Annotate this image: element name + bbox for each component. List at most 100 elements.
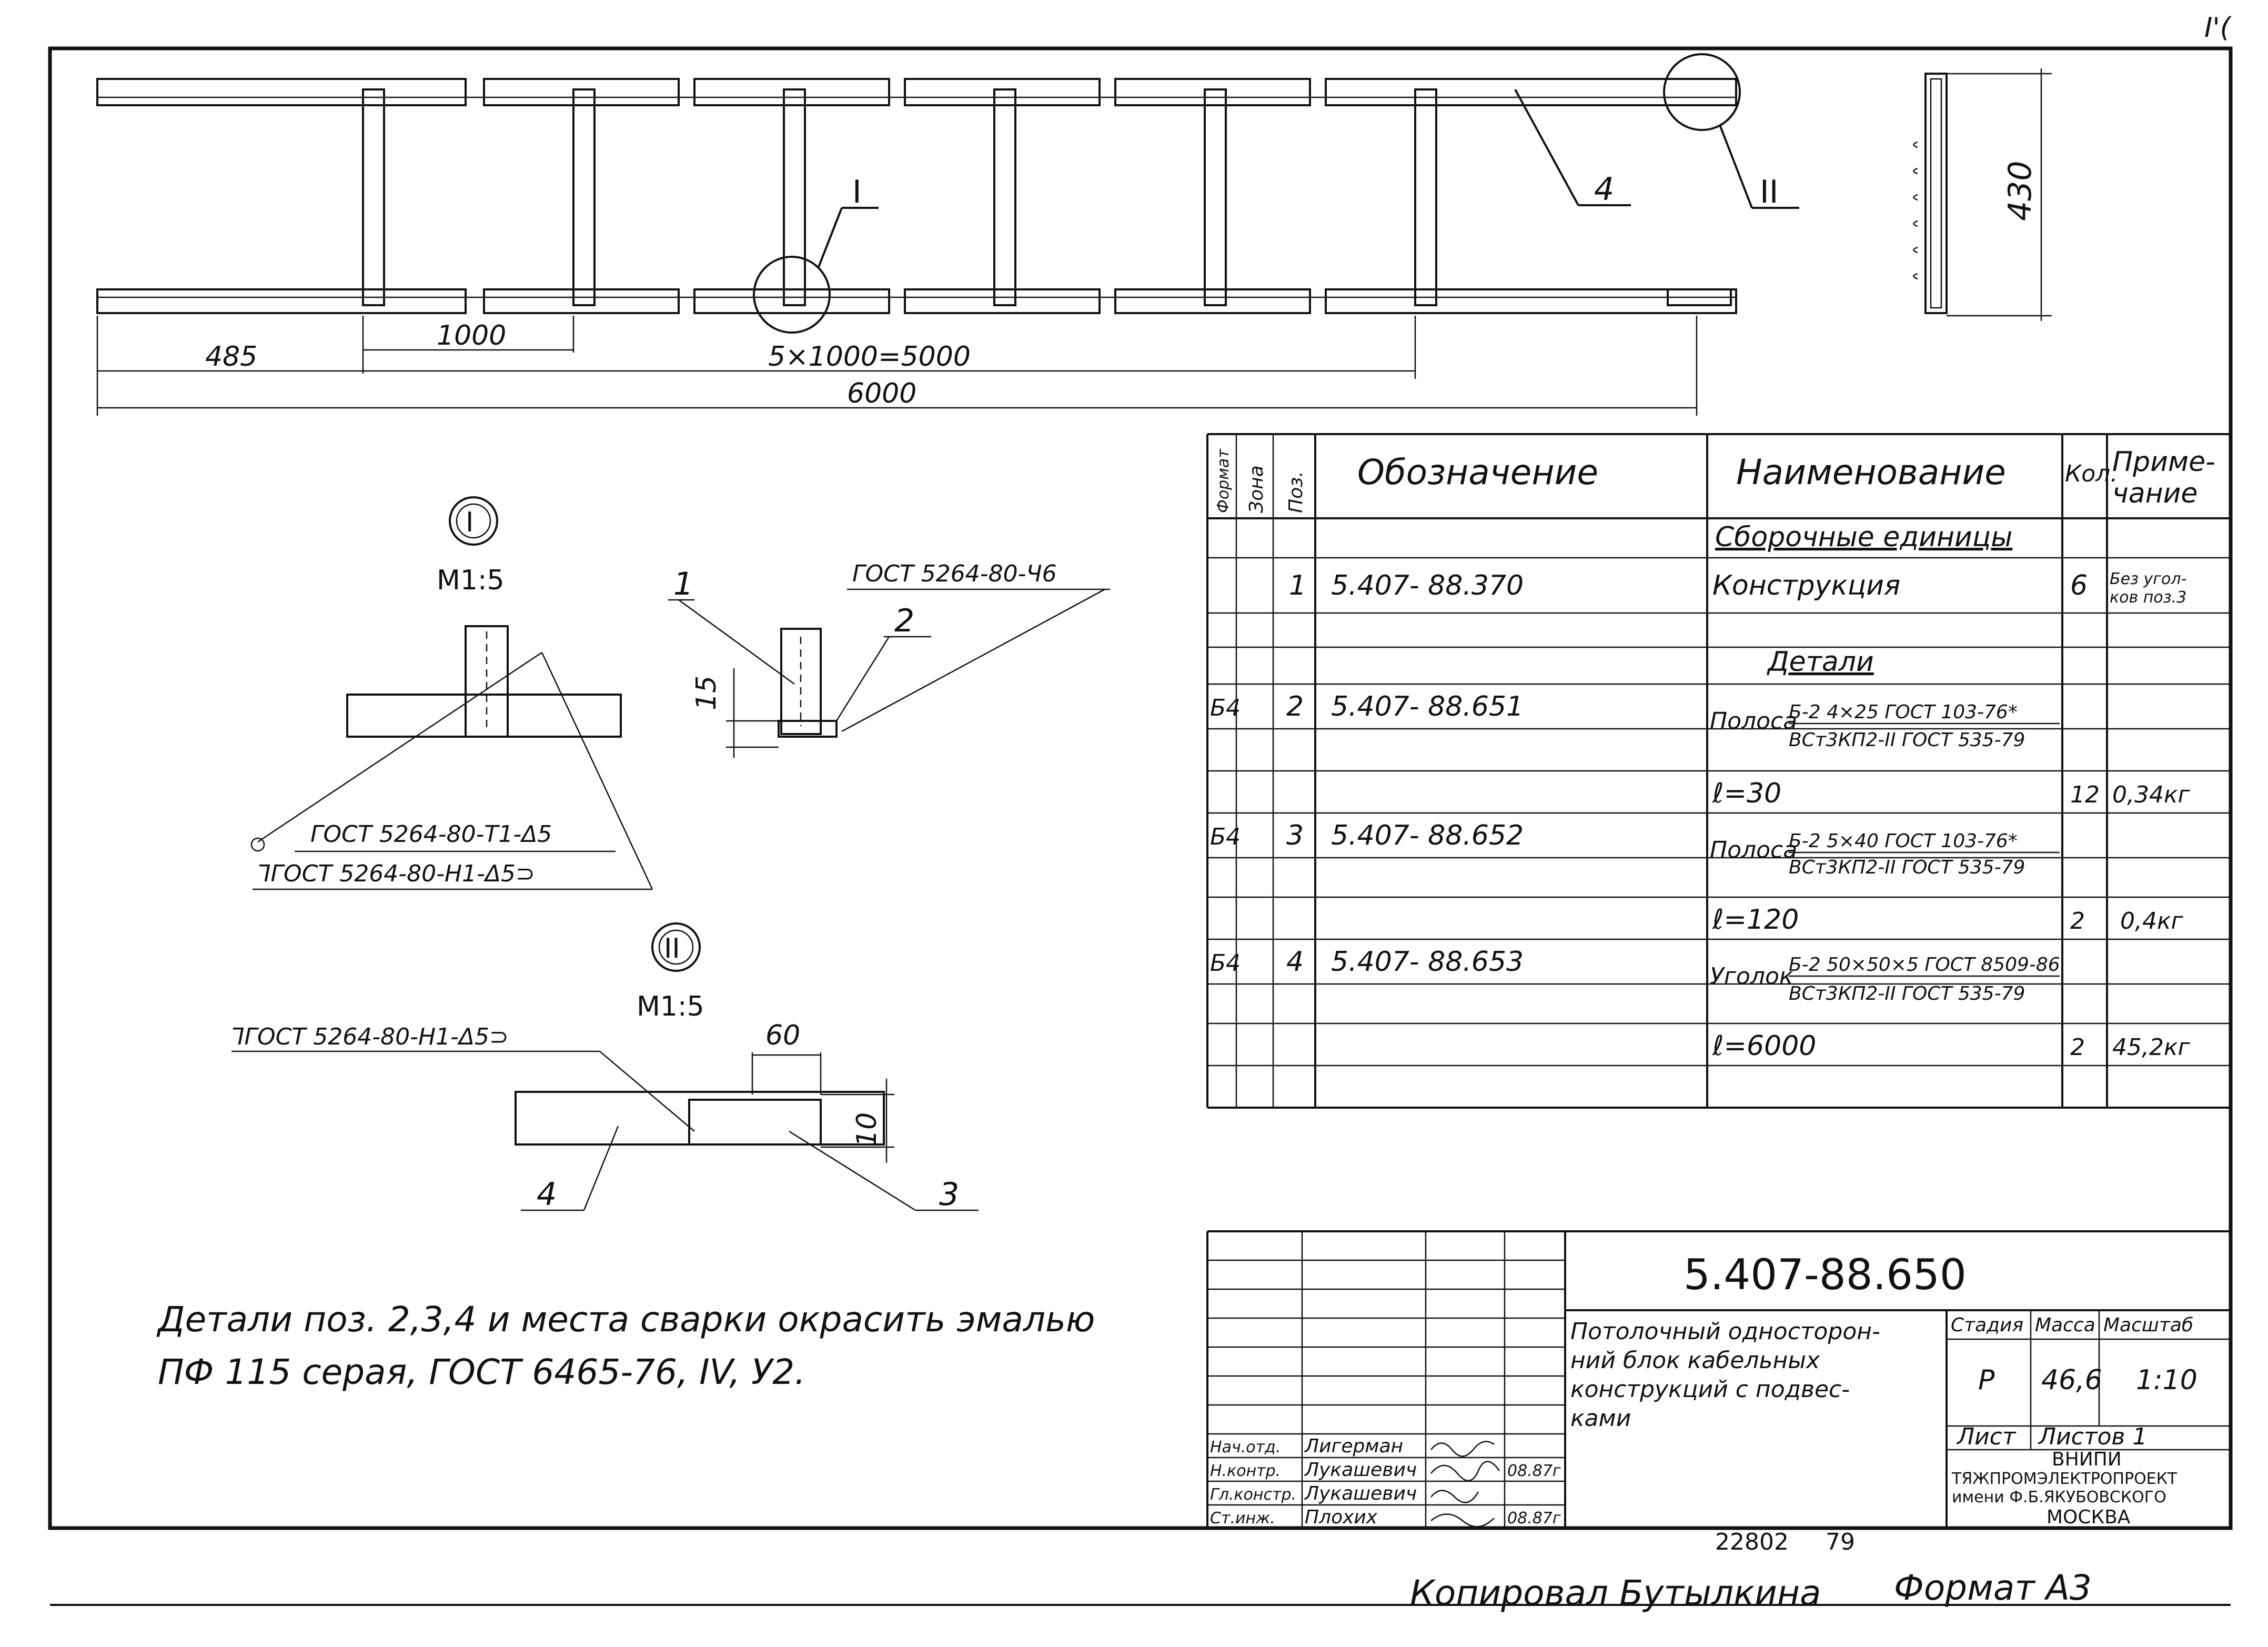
svg-text:Плохих: Плохих [1305,1507,1378,1528]
detail-I: I М1:5 ГОСТ 5264-80-Т1-Δ5 ꓶГОСТ 5264-80-… [250,496,1110,890]
hdr-note-1: Приме- [2112,446,2215,478]
stage-label: Стадия [1951,1314,2023,1336]
title-line-2: ний блок кабельных [1570,1347,1820,1374]
svg-text:08.87г: 08.87г [1507,1509,1561,1528]
svg-text:0,4кг: 0,4кг [2120,908,2184,935]
svg-text:1: 1 [1289,570,1306,601]
svg-text:Уголок: Уголок [1710,963,1793,990]
svg-text:ℓ=30: ℓ=30 [1712,778,1781,809]
callout-view-I: I [852,174,862,210]
svg-text:Ст.инж.: Ст.инж. [1210,1509,1275,1528]
svg-text:I: I [466,507,473,538]
section-details: Детали [1767,646,1874,678]
title-block: 5.407-88.650 Потолочный односторон- ний … [1206,1230,2231,1529]
sheet-label: Лист [1956,1423,2017,1450]
pos-3-label: 3 [939,1176,959,1213]
page-corner-mark: I'( [2204,12,2232,44]
svg-text:5.407- 88.653: 5.407- 88.653 [1331,946,1524,978]
svg-text:Лукашевич: Лукашевич [1304,1483,1417,1504]
dim-60: 60 [765,1020,800,1051]
svg-text:Нач.отд.: Нач.отд. [1210,1438,1281,1457]
svg-text:II: II [664,933,680,965]
svg-text:0,34кг: 0,34кг [2112,781,2191,808]
org-line-4: МОСКВА [2047,1507,2131,1528]
copied-by: Копировал Бутылкина [1410,1573,1821,1613]
format-label: Формат А3 [1894,1568,2092,1608]
page-number: 79 [1826,1529,1855,1555]
hdr-qty: Кол. [2065,460,2118,487]
svg-text:Б-2 4×25 ГОСТ 103-76*: Б-2 4×25 ГОСТ 103-76* [1789,701,2018,723]
plan-view: I II 4 485 1000 5×1000=5000 6000 [96,53,1799,416]
svg-text:Без угол-: Без угол- [2110,570,2186,588]
dim-15: 15 [691,676,722,710]
title-line-4: ками [1570,1405,1631,1432]
dim-430: 430 [2002,160,2039,221]
title-line-3: конструкций с подвес- [1570,1376,1850,1403]
sheets-label: Листов 1 [2038,1423,2147,1450]
svg-text:12: 12 [2070,781,2100,808]
detail-II: II М1:5 60 10 ꓶГОСТ 5264-80-Н1-Δ5⊃ 4 3 [231,922,979,1213]
svg-text:ВСт3КП2-II ГОСТ 535-79: ВСт3КП2-II ГОСТ 535-79 [1789,729,2025,751]
svg-text:Б4: Б4 [1210,950,1241,977]
org-line-2: ТЯЖПРОМЭЛЕКТРОПРОЕКТ [1951,1470,2178,1488]
detail-I-circle [753,256,831,334]
section-assembly: Сборочные единицы [1715,521,2012,553]
drawing-frame [48,46,2233,1530]
svg-text:Б-2 5×40 ГОСТ 103-76*: Б-2 5×40 ГОСТ 103-76* [1789,830,2018,852]
dim-6000: 6000 [847,378,916,409]
svg-text:5.407- 88.651: 5.407- 88.651 [1331,691,1524,722]
mass-value: 46,6 [2041,1364,2102,1396]
side-section: 430 [1913,68,2052,321]
detail-I-scale: М1:5 [437,565,505,596]
hdr-zone: Зона [1246,465,1267,513]
svg-text:08.87г: 08.87г [1507,1462,1561,1480]
svg-text:3: 3 [1286,820,1304,851]
weld-note-b: ꓶГОСТ 5264-80-Н1-Δ5⊃ [258,860,535,887]
detail-II-marker [651,922,701,972]
dim-5000: 5×1000=5000 [768,341,971,373]
svg-text:ВСт3КП2-II ГОСТ 535-79: ВСт3КП2-II ГОСТ 535-79 [1789,983,2025,1005]
bottom-rail [96,288,1737,314]
note-line-2: ПФ 115 серая, ГОСТ 6465-76, IV, У2. [158,1352,805,1392]
svg-text:6: 6 [2070,570,2088,601]
hdr-format: Формат [1214,448,1233,513]
svg-text:Б4: Б4 [1210,824,1241,850]
hdr-name: Наименование [1736,452,2006,493]
stage-value: Р [1978,1364,1995,1396]
org-line-3: имени Ф.Б.ЯКУБОВСКОГО [1952,1488,2166,1507]
doc-number: 5.407-88.650 [1684,1250,1967,1299]
spec-table: Формат Зона Поз. Обозначение Наименовани… [1206,433,2231,1109]
org-line-1: ВНИПИ [2052,1449,2122,1470]
svg-text:ков поз.3: ков поз.3 [2110,588,2186,607]
svg-text:2: 2 [1286,691,1304,722]
general-note: Детали поз. 2,3,4 и места сварки окрасит… [156,1299,1095,1392]
inventory-number: 22802 [1715,1529,1789,1555]
signature-marks [1430,1441,1500,1528]
svg-text:Полоса: Полоса [1710,708,1797,735]
svg-text:5.407- 88.652: 5.407- 88.652 [1331,820,1524,851]
detail-I-marker [449,496,498,546]
weld-note-top: ГОСТ 5264-80-Ч6 [852,560,1057,587]
scale-value: 1:10 [2136,1364,2198,1396]
weld-note-a: ГОСТ 5264-80-Т1-Δ5 [310,821,552,848]
hdr-note-2: чание [2112,478,2198,509]
svg-text:ℓ=120: ℓ=120 [1712,904,1799,936]
svg-text:Лукашевич: Лукашевич [1304,1459,1417,1481]
svg-text:Н.контр.: Н.контр. [1210,1462,1281,1480]
hdr-pos: Поз. [1285,471,1307,513]
pos-4-label: 4 [537,1176,557,1213]
svg-text:Конструкция: Конструкция [1712,570,1900,601]
callout-pos-4: 4 [1594,171,1614,208]
svg-text:ВСт3КП2-II ГОСТ 535-79: ВСт3КП2-II ГОСТ 535-79 [1789,857,2025,878]
svg-text:Лигерман: Лигерман [1304,1435,1403,1457]
svg-text:Полоса: Полоса [1710,837,1797,863]
svg-text:Гл.констр.: Гл.констр. [1210,1485,1296,1504]
detail-II-scale: М1:5 [637,991,704,1022]
note-line-1: Детали поз. 2,3,4 и места сварки окрасит… [156,1299,1095,1340]
callout-view-II: II [1760,174,1778,210]
detail-II-circle [1663,53,1741,131]
title-line-1: Потолочный односторон- [1570,1318,1880,1345]
scale-label: Масштаб [2103,1314,2193,1336]
pos-1-label: 1 [673,566,693,602]
rungs [362,88,1437,306]
